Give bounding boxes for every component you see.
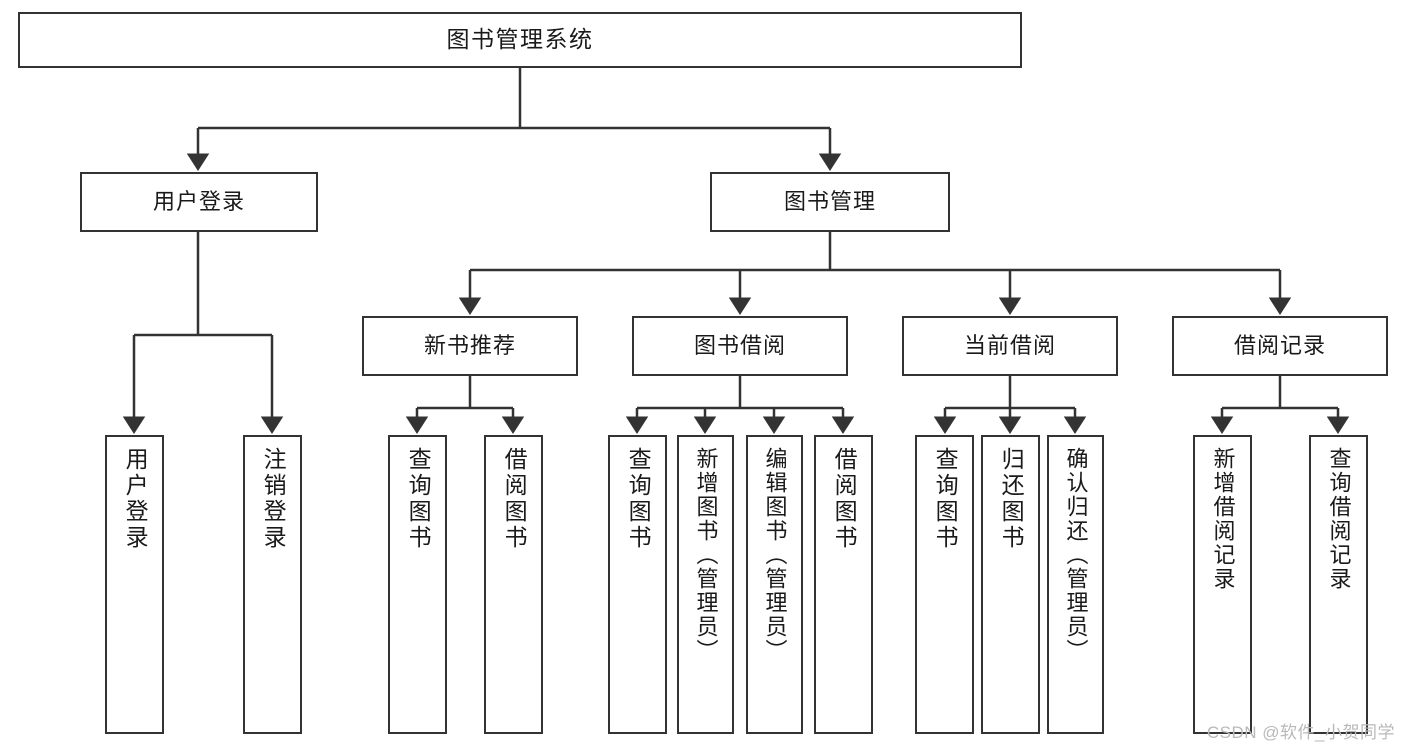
node-current-borrow-label: 当前借阅	[963, 332, 1056, 358]
node-leaf-add-record[interactable]: 新增借阅记录	[1193, 435, 1252, 734]
node-book-manage[interactable]: 图书管理	[710, 172, 950, 232]
node-borrow-record-label: 借阅记录	[1233, 332, 1326, 358]
node-leaf-query-book-1[interactable]: 查询图书	[388, 435, 447, 734]
node-user-login-label: 用户登录	[152, 188, 245, 214]
node-root[interactable]: 图书管理系统	[18, 12, 1022, 68]
node-leaf-query-record[interactable]: 查询借阅记录	[1309, 435, 1368, 734]
node-leaf-add-book-label: 新增图书（管理员）	[693, 447, 719, 663]
node-leaf-add-record-label: 新增借阅记录	[1210, 447, 1236, 591]
node-leaf-borrow-book-2-label: 借阅图书	[831, 447, 858, 551]
node-book-borrow[interactable]: 图书借阅	[632, 316, 848, 376]
node-book-manage-label: 图书管理	[783, 188, 876, 214]
node-leaf-borrow-book-1-label: 借阅图书	[501, 447, 528, 551]
node-leaf-query-book-2-label: 查询图书	[625, 447, 652, 551]
node-leaf-borrow-book-2[interactable]: 借阅图书	[814, 435, 873, 734]
node-leaf-return-book-label: 归还图书	[998, 447, 1025, 551]
node-leaf-query-book-3[interactable]: 查询图书	[915, 435, 974, 734]
node-leaf-query-record-label: 查询借阅记录	[1326, 447, 1352, 591]
node-leaf-logout-label: 注销登录	[260, 447, 287, 551]
node-leaf-logout[interactable]: 注销登录	[243, 435, 302, 734]
node-leaf-return-book[interactable]: 归还图书	[981, 435, 1040, 734]
node-leaf-confirm-return-label: 确认归还（管理员）	[1063, 447, 1089, 663]
node-leaf-query-book-3-label: 查询图书	[932, 447, 959, 551]
node-leaf-borrow-book-1[interactable]: 借阅图书	[484, 435, 543, 734]
node-leaf-user-login[interactable]: 用户登录	[105, 435, 164, 734]
node-book-borrow-label: 图书借阅	[693, 332, 786, 358]
node-leaf-confirm-return[interactable]: 确认归还（管理员）	[1047, 435, 1104, 734]
node-current-borrow[interactable]: 当前借阅	[902, 316, 1118, 376]
node-leaf-query-book-1-label: 查询图书	[405, 447, 432, 551]
node-new-book-rec[interactable]: 新书推荐	[362, 316, 578, 376]
node-leaf-add-book[interactable]: 新增图书（管理员）	[677, 435, 734, 734]
node-leaf-edit-book-label: 编辑图书（管理员）	[762, 447, 788, 663]
node-leaf-query-book-2[interactable]: 查询图书	[608, 435, 667, 734]
node-leaf-edit-book[interactable]: 编辑图书（管理员）	[746, 435, 803, 734]
node-leaf-user-login-label: 用户登录	[122, 447, 149, 551]
node-root-label: 图书管理系统	[446, 26, 594, 53]
node-new-book-rec-label: 新书推荐	[423, 332, 516, 358]
node-borrow-record[interactable]: 借阅记录	[1172, 316, 1388, 376]
node-user-login[interactable]: 用户登录	[80, 172, 318, 232]
